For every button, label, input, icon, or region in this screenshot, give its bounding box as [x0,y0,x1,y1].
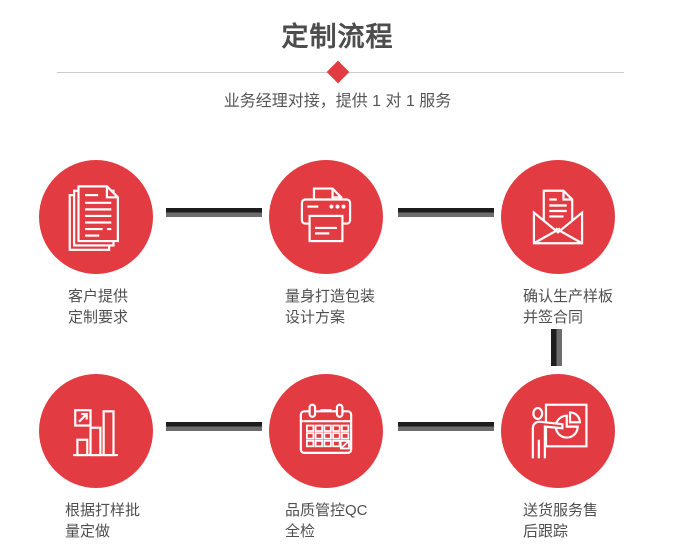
calendar-icon [299,403,353,454]
step-circle-1 [39,160,153,274]
page-title: 定制流程 [281,22,394,52]
step-label-2: 量身打造包装 设计方案 [285,288,376,326]
connector-step4-step5 [166,422,262,431]
step-label-5: 品质管控QC 全检 [285,502,368,540]
step-label-3: 确认生产样板 并签合同 [523,288,614,326]
step-label-4: 根据打样批 量定做 [65,502,141,540]
connector-step5-step6 [398,422,494,431]
step-circle-2 [269,160,383,274]
step-circle-5 [269,374,383,488]
connector-step3-step6 [551,329,562,366]
step-circle-6 [501,374,615,488]
divider-diamond-icon [326,60,350,84]
connector-step1-step2 [166,208,262,217]
printer-icon [300,187,352,243]
step-circle-4 [39,374,153,488]
step-circle-3 [501,160,615,274]
bar-chart-icon [73,409,118,457]
connector-step2-step3 [398,208,494,217]
step-label-6: 送货服务售 后跟踪 [523,502,599,540]
documents-icon [68,185,119,251]
presentation-icon [531,403,588,459]
envelope-icon [532,189,584,245]
page-subtitle: 业务经理对接，提供 1 对 1 服务 [223,93,452,110]
step-label-1: 客户提供 定制要求 [68,288,129,326]
